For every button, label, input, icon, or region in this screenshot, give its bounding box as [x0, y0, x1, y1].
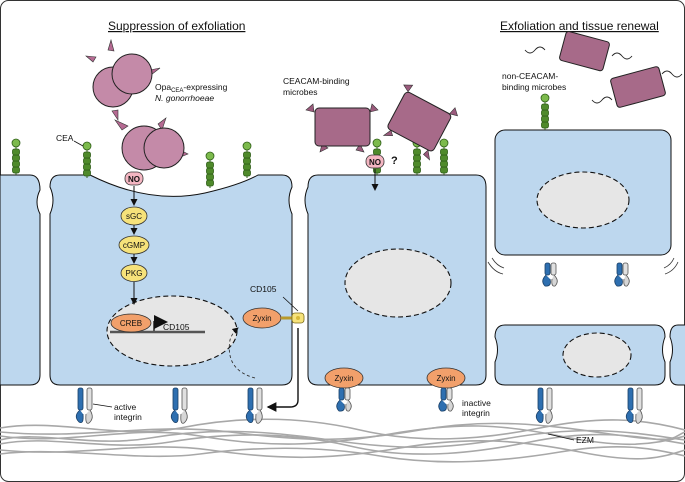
ceacam-microbe-2	[382, 84, 458, 161]
inactive-integrins	[336, 387, 454, 412]
cd105-gene-text: CD105	[163, 322, 190, 332]
no-mid-text: NO	[369, 158, 381, 167]
no-left-badge	[124, 171, 144, 186]
gonococcus-floating	[85, 38, 161, 121]
cea-label: CEA	[56, 133, 74, 143]
ezm-fibres	[0, 418, 685, 463]
zyxin-inactive-2	[426, 367, 466, 389]
gonococcus-attached	[114, 117, 189, 171]
question-mark: ?	[391, 155, 398, 167]
non-ceacam-microbe-1	[524, 30, 633, 72]
pkg-node	[120, 264, 148, 282]
header-suppression: Suppression of exfoliation	[108, 19, 245, 33]
integrin-activation-arrow	[266, 328, 299, 412]
non-ceacam-label-1: non-CEACAM-	[502, 71, 558, 81]
cell-right-partial	[669, 324, 685, 386]
pkg-text: PKG	[126, 269, 143, 278]
ezm-leader	[547, 433, 575, 441]
nucleus-middle	[344, 248, 452, 318]
exfoliation-motion-marks	[487, 257, 679, 275]
inactive-integrin-label-2: integrin	[462, 408, 490, 418]
zyxin-inactive-1-text: Zyxin	[334, 374, 353, 383]
no-mid-badge	[365, 154, 385, 169]
opa-label-line1: OpaCEA-expressing	[155, 82, 228, 94]
creb-node	[110, 313, 152, 333]
active-integrin-label-1: active	[114, 402, 136, 412]
no-left-text: NO	[128, 175, 140, 184]
zyxin-membrane-text: Zyxin	[252, 314, 271, 323]
ceacam-microbe-1	[305, 103, 379, 153]
active-integrin-label-2: integrin	[114, 412, 142, 422]
renewal-integrins	[535, 387, 643, 424]
transcription-arrow	[153, 315, 168, 332]
sgc-text: sGC	[126, 212, 142, 221]
zyxin-inactive-1	[324, 367, 364, 389]
cd105-top-label: CD105	[250, 284, 277, 294]
opa-label-line2: N. gonorrhoeae	[155, 93, 214, 103]
detached-integrins	[542, 262, 630, 287]
nucleus-exfoliating	[536, 171, 630, 229]
cgmp-text: cGMP	[123, 241, 145, 250]
non-ceacam-label-2: binding microbes	[502, 82, 566, 92]
cea-receptors	[11, 93, 550, 189]
active-integrin-leader	[92, 403, 113, 408]
non-ceacam-microbe-2	[591, 66, 683, 108]
inactive-integrin-label-1: inactive	[462, 398, 491, 408]
nucleus-renewal	[562, 332, 632, 378]
cd105-leader	[282, 296, 299, 312]
cell-left-partial	[0, 174, 41, 386]
header-exfoliation: Exfoliation and tissue renewal	[500, 19, 659, 33]
cd105-receptor	[291, 312, 305, 324]
creb-text: CREB	[120, 319, 142, 328]
zyxin-recycle-arrow	[228, 327, 256, 379]
ezm-label: EZM	[576, 435, 594, 445]
zyxin-inactive-2-text: Zyxin	[436, 374, 455, 383]
ceacam-label-1: CEACAM-binding	[283, 76, 350, 86]
ceacam-label-2: microbes	[283, 87, 317, 97]
cea-leader	[73, 140, 84, 147]
